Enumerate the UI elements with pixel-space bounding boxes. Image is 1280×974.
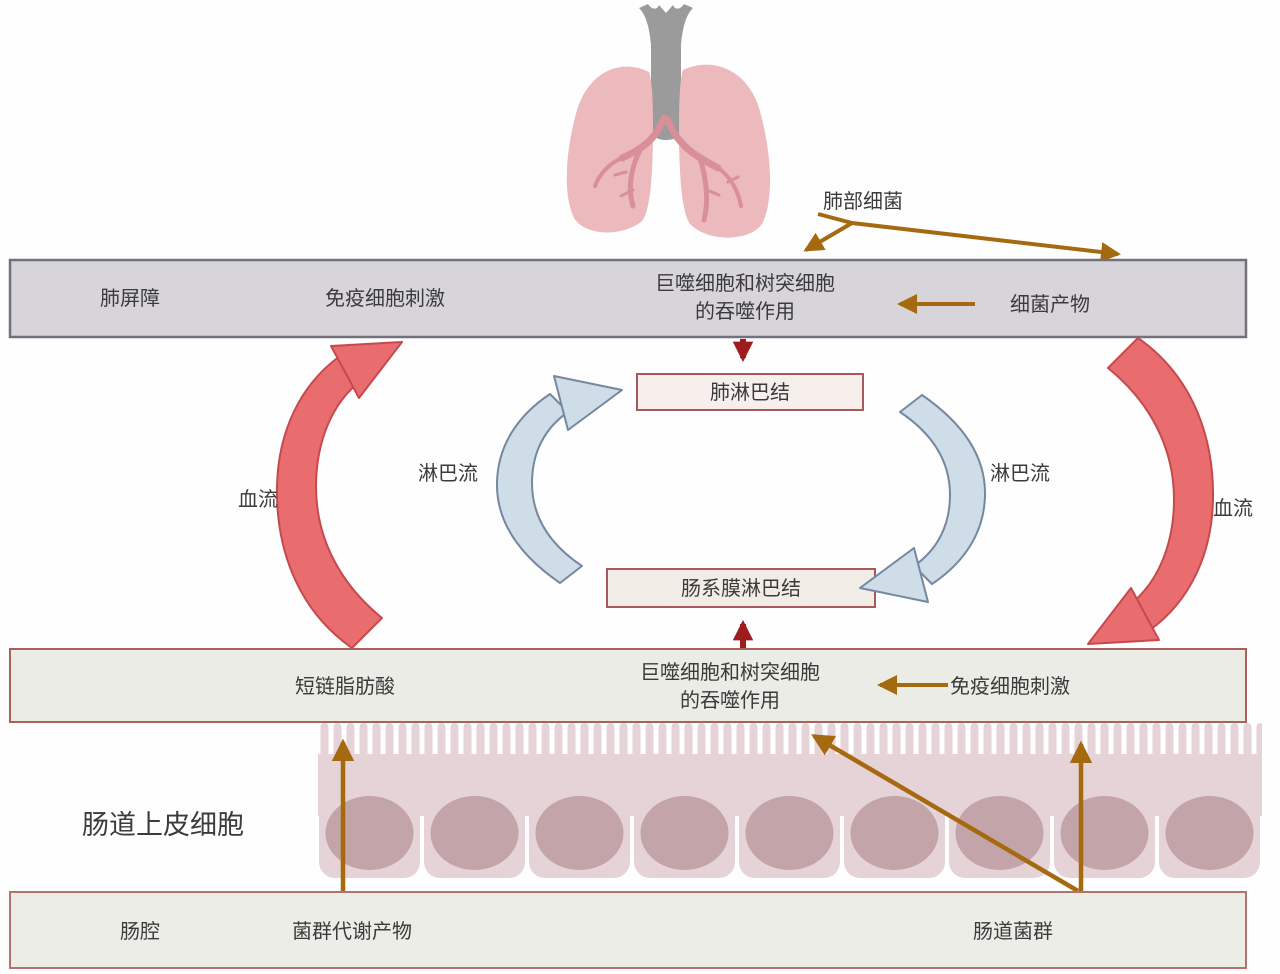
- blood-flow-left-arrow: [275, 341, 403, 649]
- phagocytosis-top-line2: 的吞噬作用: [695, 300, 795, 323]
- epithelial-cell: [529, 756, 630, 878]
- lung-lymph-node-label: 肺淋巴结: [710, 381, 790, 404]
- lung-barrier-bar: 肺屏障 免疫细胞刺激 巨噬细胞和树突细胞 的吞噬作用 细菌产物: [8, 258, 1248, 339]
- phagocytosis-bottom-line2: 的吞噬作用: [680, 689, 780, 712]
- immune-stimulation-top-label: 免疫细胞刺激: [325, 287, 445, 310]
- epithelial-cell: [1054, 756, 1155, 878]
- epithelial-cell: [634, 756, 735, 878]
- phagocytosis-bottom-line1: 巨噬细胞和树突细胞: [640, 661, 820, 684]
- epithelial-cell: [844, 756, 945, 878]
- lung-lymph-node-box: 肺淋巴结: [636, 373, 864, 411]
- lung-bacteria-label: 肺部细菌: [823, 190, 903, 213]
- epithelial-cell: [319, 756, 420, 878]
- right-lung-lobe: [679, 64, 770, 238]
- microbiota-to-phagocytosis-arrow: [811, 734, 1080, 893]
- epithelial-cell: [739, 756, 840, 878]
- lung-bacteria-connector: [817, 212, 853, 225]
- intestinal-epithelium-illustration: [318, 723, 1262, 878]
- epithelial-cell: [1159, 756, 1260, 878]
- mesenteric-lymph-node-label: 肠系膜淋巴结: [681, 577, 801, 600]
- lymph-flow-left-label: 淋巴流: [418, 462, 478, 485]
- lung-barrier-label: 肺屏障: [100, 287, 160, 310]
- lymph-flow-right-label: 淋巴流: [990, 462, 1050, 485]
- gut-barrier-bar: 短链脂肪酸 巨噬细胞和树突细胞 的吞噬作用 免疫细胞刺激: [9, 648, 1247, 723]
- microbiota-metabolites-label: 菌群代谢产物: [292, 920, 412, 943]
- immune-stimulation-bottom-label: 免疫细胞刺激: [950, 675, 1070, 698]
- mesenteric-lymph-node-box: 肠系膜淋巴结: [606, 568, 876, 608]
- blood-flow-right-label: 血流: [1213, 497, 1253, 520]
- epithelial-cell: [424, 756, 525, 878]
- intestinal-epithelium-label: 肠道上皮细胞: [82, 810, 244, 840]
- gut-microbiota-label: 肠道菌群: [973, 920, 1053, 943]
- bacterial-products-label: 细菌产物: [1010, 293, 1090, 316]
- lungs-illustration: [566, 4, 770, 238]
- blood-flow-right-arrow: [1087, 337, 1215, 645]
- epithelial-cell: [949, 756, 1050, 878]
- bronchi: [593, 114, 743, 223]
- scfa-label: 短链脂肪酸: [295, 675, 395, 698]
- lymph-flow-left-arrow: [495, 375, 623, 584]
- blood-flow-left-label: 血流: [238, 488, 278, 511]
- gut-lumen-bar: 肠腔 菌群代谢产物 肠道菌群: [9, 891, 1247, 969]
- lung-bacteria-arrows: [803, 212, 1121, 262]
- phagocytosis-top-line1: 巨噬细胞和树突细胞: [655, 272, 835, 295]
- gut-lumen-label: 肠腔: [120, 920, 160, 943]
- lymph-flow-right-arrow: [859, 394, 987, 603]
- lung-bacteria-to-phagocytosis-arrow: [803, 221, 854, 252]
- lung-bacteria-to-products-arrow: [851, 221, 1121, 262]
